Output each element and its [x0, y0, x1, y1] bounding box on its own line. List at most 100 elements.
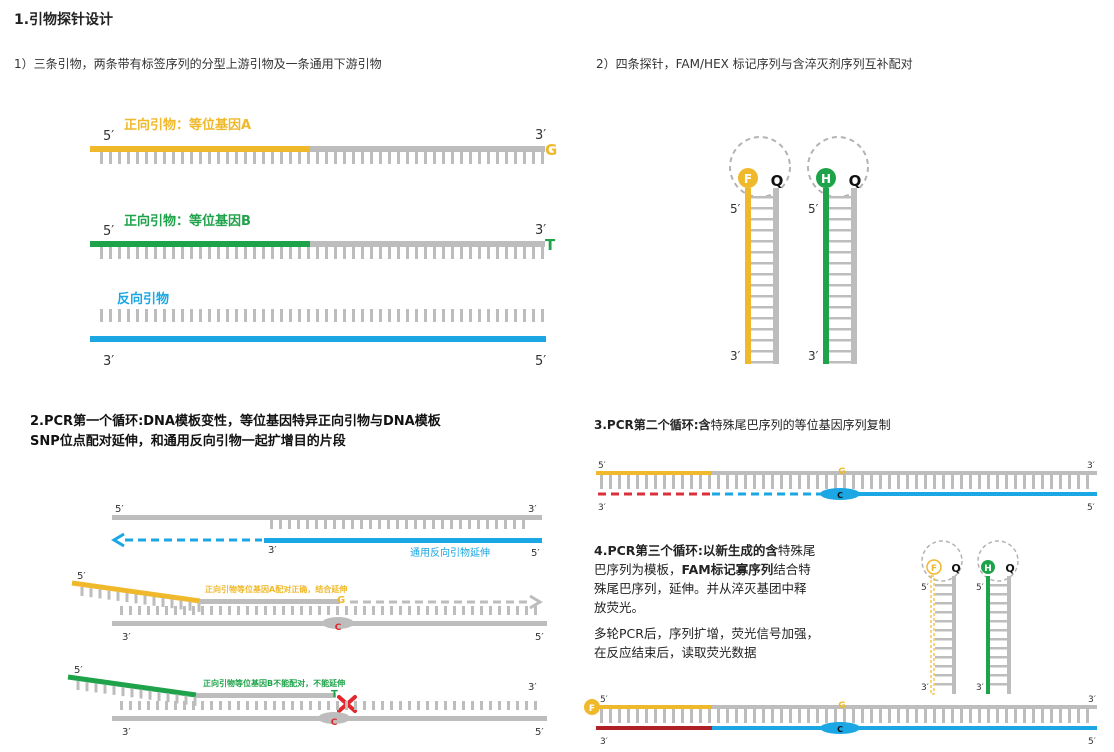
c3p-3prime: 3′ — [1088, 695, 1096, 705]
c1s1-3prime: 3′ — [528, 504, 537, 515]
cycle1-strand3: 5′ 正向引物等位基因B不能配对，不能延伸 T 3′ C 3′ 5′ — [67, 665, 547, 738]
primer-b-tag-segment — [90, 241, 310, 247]
fam-probe-strand — [745, 188, 751, 364]
c1s3-3prime: 3′ — [122, 727, 131, 738]
cycle3-hex-probe: H Q 5′ 3′ — [976, 540, 1019, 694]
c3p-bottom-tag — [596, 726, 712, 730]
hex-probe-3prime: 3′ — [808, 349, 819, 363]
c3-fam-quencher-letter: Q — [951, 562, 960, 575]
c3p-bottom-strand — [712, 726, 1097, 730]
primer-b-5prime: 5′ — [103, 224, 114, 239]
c1s2-teeth — [120, 606, 537, 615]
c1s2-snp-base: G — [337, 595, 345, 606]
c1s3-teeth — [120, 701, 537, 710]
c3-fam-fluor-letter: F — [931, 564, 937, 574]
c3p-5prime: 5′ — [600, 695, 608, 705]
c2-top-gene — [712, 471, 1097, 475]
c3-fam-5prime: 5′ — [921, 583, 929, 593]
c2-snp-base: G — [838, 467, 845, 477]
fam-probe-diagram: F Q 5′ 3′ — [729, 136, 791, 364]
reverse-primer-label: 反向引物 — [117, 291, 169, 307]
fam-quencher-letter: Q — [771, 172, 784, 190]
c3-hex-3prime: 3′ — [976, 683, 984, 693]
hex-fluor-letter: H — [821, 172, 831, 186]
c3p-top-tag — [596, 705, 712, 709]
c1s2-5prime-b: 5′ — [535, 632, 544, 643]
cycle2-title: 3.PCR第二个循环:含特殊尾巴序列的等位基因序列复制 — [594, 416, 891, 433]
c1s1-teeth — [270, 520, 525, 529]
primer-a-diagram: 正向引物：等位基因A 5′ 3′ G — [90, 117, 557, 164]
hex-probe-complement — [851, 188, 857, 364]
probe-section-description: 2）四条探针，FAM/HEX 标记序列与含淬灭剂序列互补配对 — [596, 57, 913, 71]
primer-a-label: 正向引物：等位基因A — [124, 117, 251, 133]
primer-b-gene-segment — [310, 241, 545, 247]
cycle3-line1: 4.PCR第三个循环:以新生成的含特殊尾 — [594, 541, 815, 560]
c2-bottom-strand — [822, 492, 1097, 496]
c1s3-5prime: 5′ — [74, 665, 83, 676]
fam-fluor-letter: F — [744, 172, 752, 186]
c3p-fam-fluor-letter: F — [589, 704, 595, 714]
c3-fam-released-strand — [930, 575, 935, 695]
page-title: 1.引物探针设计 — [14, 12, 114, 28]
reverse-primer-teeth — [100, 309, 544, 322]
c1s1-reverse-primer — [264, 538, 542, 543]
c3-fam-3prime: 3′ — [921, 683, 929, 693]
c1s3-label: 正向引物等位基因B不能配对，不能延伸 — [203, 678, 345, 688]
cycle3-line1-bold: 4.PCR第三个循环:以新生成的含 — [594, 543, 778, 558]
c3-hex-fluor-letter: H — [984, 564, 992, 574]
cycle2-diagram: 5′ 3′ G C 3′ 5′ — [596, 461, 1097, 513]
c3-hex-5prime: 5′ — [976, 583, 984, 593]
cycle3-line2-a: 巴序列为模板， — [594, 562, 682, 577]
c1s1-5prime-b: 5′ — [531, 548, 540, 559]
c1s3-snp-bubble — [318, 712, 350, 724]
cycle3-line2-rest: 结合特 — [773, 562, 811, 577]
c1s2-snp-c: C — [335, 623, 342, 633]
c1s3-primer-gene — [196, 693, 336, 698]
primer-b-snp-base: T — [545, 236, 556, 254]
c2-snp-c: C — [837, 491, 843, 500]
c2-snp-bubble — [820, 488, 860, 500]
reverse-primer-5prime: 5′ — [535, 354, 546, 369]
c1s2-5prime: 5′ — [77, 571, 86, 582]
cycle3-line5: 多轮PCR后，序列扩增，荧光信号加强， — [594, 626, 819, 641]
cycle1-strand1: 5′ 3′ 3′ 5′ 通用反向引物延伸 — [111, 504, 542, 559]
hex-probe-rungs — [829, 196, 851, 364]
c1s2-snp-bubble — [322, 617, 354, 629]
c3-hex-complement — [1007, 576, 1011, 694]
c3-fam-quench-circle — [921, 540, 963, 582]
c3-fam-rungs — [935, 584, 952, 686]
hex-probe-diagram: H Q 5′ 3′ — [807, 136, 869, 364]
c3-hex-fluor-icon — [981, 560, 995, 574]
fam-fluor-icon — [738, 168, 758, 188]
c1s2-label: 正向引物等位基因A配对正确，结合延伸 — [205, 584, 347, 594]
c3p-snp-bubble — [820, 722, 860, 734]
c1s1-3prime-b: 3′ — [268, 545, 277, 556]
c2-3prime: 3′ — [1087, 461, 1095, 471]
primer-a-3prime: 3′ — [535, 128, 546, 143]
c3-fam-complement — [952, 576, 956, 694]
c1s3-5prime-b: 5′ — [535, 727, 544, 738]
c3-hex-quencher-letter: Q — [1005, 562, 1014, 575]
hex-quencher-letter: Q — [849, 172, 862, 190]
cycle2-title-rest: 特殊尾巴序列的等位基因序列复制 — [710, 418, 891, 432]
hex-probe-5prime: 5′ — [808, 202, 819, 216]
primer-b-3prime: 3′ — [535, 223, 546, 238]
c3-hex-rungs — [990, 584, 1007, 686]
primer-a-teeth — [100, 152, 544, 164]
fam-probe-5prime: 5′ — [730, 202, 741, 216]
primer-a-5prime: 5′ — [103, 129, 114, 144]
c1s3-snp-c: C — [331, 718, 338, 728]
primer-a-tag-segment — [90, 146, 310, 152]
fam-probe-3prime: 3′ — [730, 349, 741, 363]
cycle3-product: 5′ 3′ F G C 3′ 5′ — [584, 695, 1097, 747]
c3-hex-quench-circle — [977, 540, 1019, 582]
c2-3prime-b: 3′ — [598, 503, 606, 513]
c1s2-3prime: 3′ — [122, 632, 131, 643]
cycle3-line6: 在反应结束后，读取荧光数据 — [594, 645, 757, 660]
reverse-primer-strand — [90, 336, 546, 342]
primer-b-label: 正向引物：等位基因B — [124, 213, 251, 229]
c1s2-tilt-teeth — [80, 587, 201, 612]
c2-top-tag — [596, 471, 712, 475]
cycle1-strand2: 5′ 正向引物等位基因A配对正确，结合延伸 G C 3′ 5′ — [71, 571, 547, 643]
